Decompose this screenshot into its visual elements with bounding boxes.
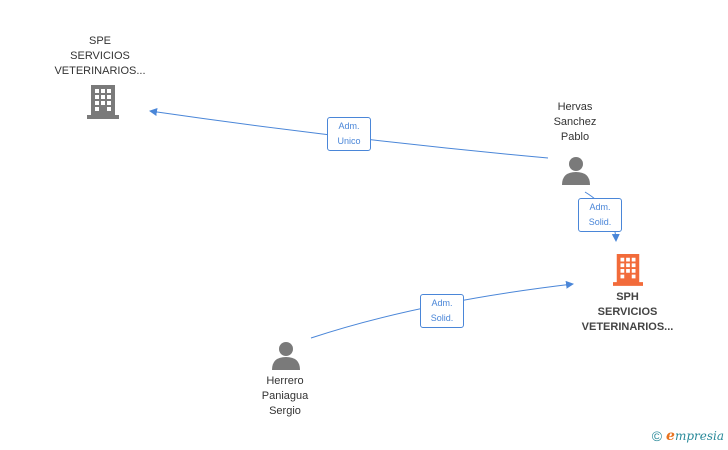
company-label-spe[interactable]: SPE SERVICIOS VETERINARIOS... (54, 35, 146, 77)
person-icon[interactable] (271, 340, 301, 370)
building-icon[interactable] (87, 83, 119, 119)
edge-label-adm-unico: Adm. Unico (327, 117, 371, 151)
empresia-logo: empresia (666, 428, 724, 444)
building-icon[interactable] (613, 251, 643, 287)
company-label-sph[interactable]: SPH SERVICIOS VETERINARIOS... (581, 291, 674, 333)
edge-label-adm-solid-hervas: Adm. Solid. (578, 198, 622, 232)
edge-label-adm-solid-herrero: Adm. Solid. (420, 294, 464, 328)
copyright-symbol: © (651, 428, 663, 444)
person-icon[interactable] (561, 155, 591, 185)
footer-brand: © empresia (652, 428, 724, 444)
logo-text: mpresia (674, 429, 724, 443)
person-label-herrero[interactable]: Herrero Paniagua Sergio (261, 375, 309, 417)
person-label-hervas[interactable]: Hervas Sanchez Pablo (553, 101, 597, 143)
logo-initial: e (666, 428, 675, 444)
